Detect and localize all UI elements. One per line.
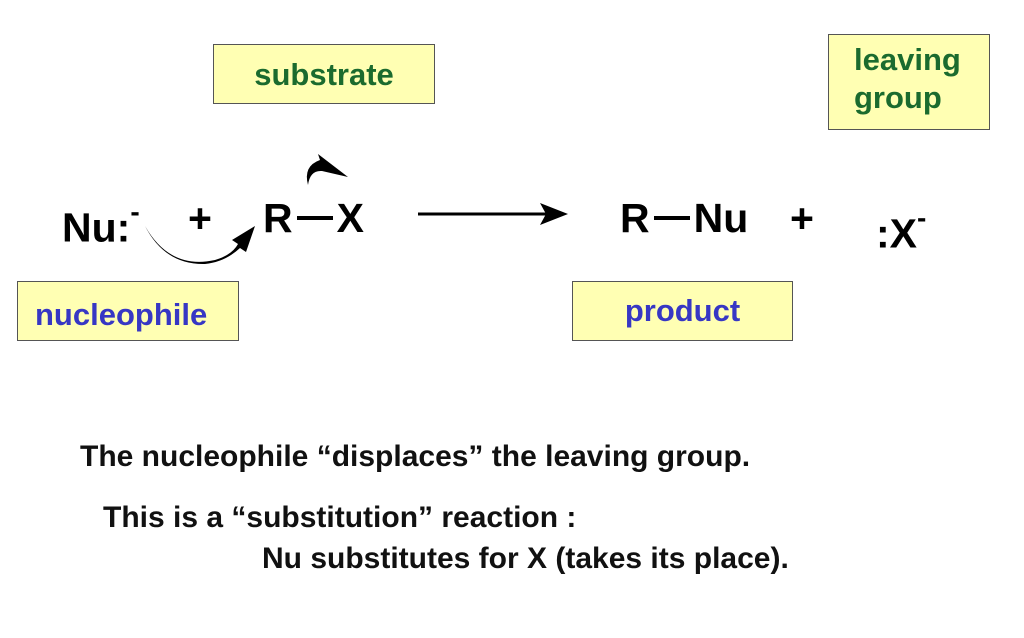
r-symbol: R: [620, 195, 650, 241]
product-text: product: [624, 293, 741, 328]
bond: [296, 216, 333, 221]
explanation-line-2: This is a “substitution” reaction :: [103, 501, 577, 534]
nucleophile-text: nucleophile: [35, 297, 208, 332]
x-charge: -: [917, 202, 927, 233]
explanation-line-3: Nu substitutes for X (takes its place).: [262, 542, 789, 575]
product-formula: R Nu: [620, 196, 748, 240]
substrate-text: substrate: [254, 57, 394, 92]
reaction-arrowhead: [540, 203, 568, 225]
nu-symbol: Nu:: [62, 204, 131, 251]
explanation-line-1: The nucleophile “displaces” the leaving …: [80, 440, 751, 473]
leaving-group-label: leaving group: [828, 34, 990, 130]
x-symbol: X: [336, 195, 364, 241]
leaving-group-arrow: [306, 154, 348, 185]
bond: [653, 216, 690, 221]
x-symbol: :X: [876, 210, 917, 257]
nucleophile-attack-arrow: [145, 226, 255, 265]
leaving-group-text-1: leaving: [854, 42, 961, 77]
nucleophile-formula: Nu:-: [62, 196, 140, 250]
leaving-group-ion: :X-: [876, 202, 926, 256]
leaving-group-text-2: group: [854, 80, 942, 115]
product-label: product: [572, 281, 793, 341]
nucleophile-label: nucleophile: [17, 281, 239, 341]
substrate-label: substrate: [213, 44, 435, 104]
nu-charge: -: [130, 196, 140, 227]
plus-sign-2: +: [790, 195, 814, 241]
nu-symbol: Nu: [693, 195, 749, 241]
plus-sign-1: +: [188, 195, 212, 241]
r-symbol: R: [263, 195, 293, 241]
